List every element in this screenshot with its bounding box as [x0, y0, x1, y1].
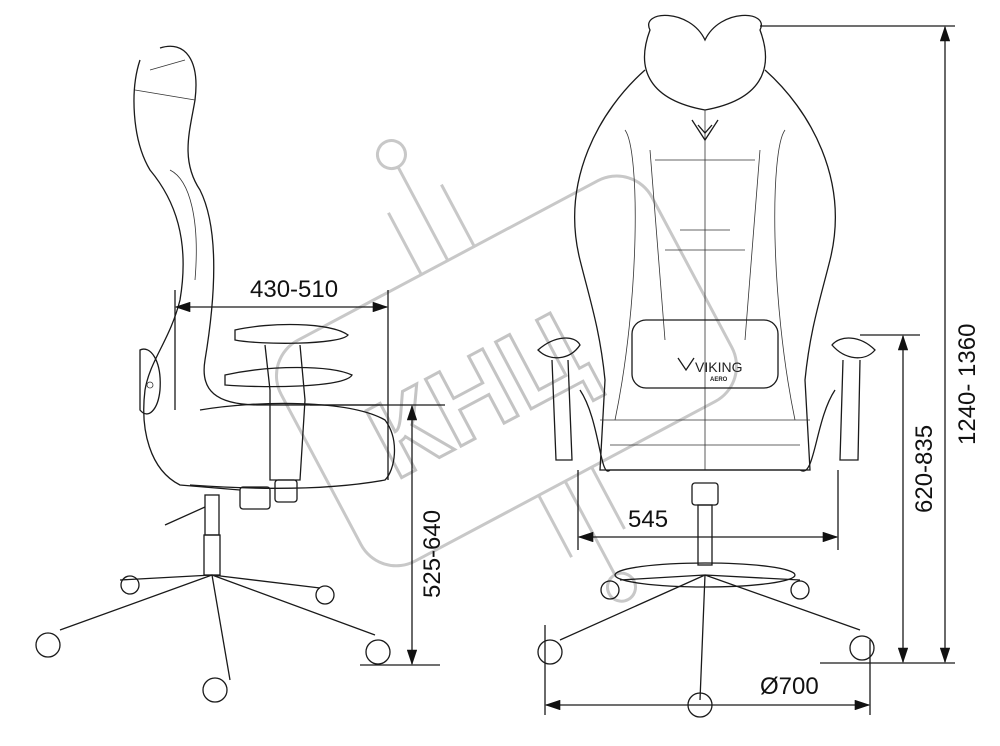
seat-depth-label: 430-510	[250, 276, 338, 303]
logo-brand: VIKING	[695, 359, 742, 375]
total-height-label: 1240- 1360	[954, 324, 981, 445]
dimension-lines: 430-510 525-640 545 Ø700 620-835 1240- 1…	[174, 25, 981, 715]
height-knob	[691, 482, 719, 506]
base-diameter-label: Ø700	[760, 673, 819, 700]
seat-width-label: 545	[628, 506, 668, 533]
lumbar-pillow	[631, 319, 779, 389]
tilt-knob	[239, 486, 271, 510]
side-view-chair	[35, 45, 396, 703]
front-view-chair: VIKING AERO	[537, 14, 876, 718]
logo-model: AERO	[710, 377, 728, 383]
seat-height-label: 525-640	[419, 510, 446, 598]
armrest-height-label: 620-835	[911, 425, 938, 513]
viking-logo: VIKING AERO	[677, 119, 742, 383]
